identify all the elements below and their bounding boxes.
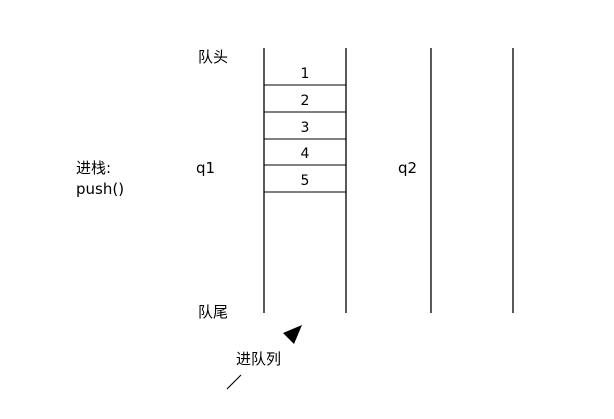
q1-item: 1 [300,66,310,82]
push-title-label: 进栈: [76,159,112,177]
queue-tail-label: 队尾 [198,303,229,321]
enqueue-label: 进队列 [236,350,282,368]
q1-item: 5 [300,173,310,189]
queue-head-label: 队头 [198,48,229,66]
enqueue-arrow-shaft-lower [226,374,242,390]
q1-item: 4 [300,146,310,162]
q1-item: 2 [300,93,310,109]
q1-label: q1 [196,159,216,177]
q2-label: q2 [398,159,418,177]
enqueue-arrow-head [283,325,302,344]
push-call-label: push() [76,180,125,198]
q1-item: 3 [300,120,310,136]
